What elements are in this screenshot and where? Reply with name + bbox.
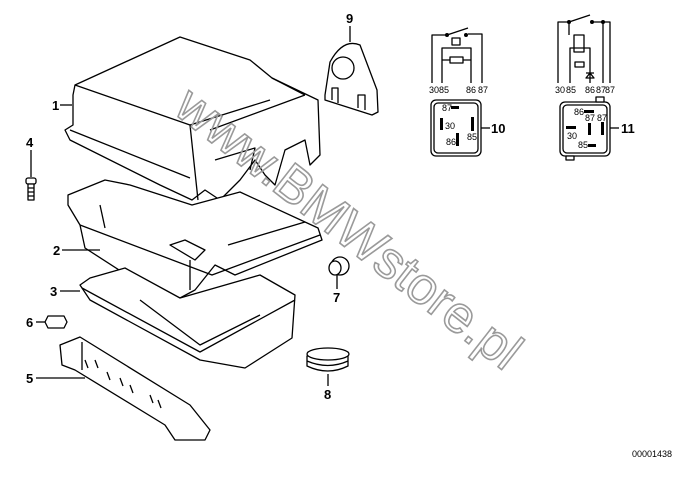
part-7-plug[interactable] <box>328 256 350 276</box>
diagram-code: 00001438 <box>632 449 672 459</box>
callout-6: 6 <box>26 315 33 330</box>
pin-label: 86 <box>574 107 584 117</box>
part-5-bracket[interactable] <box>59 336 211 441</box>
pin-label: 30 <box>567 131 577 141</box>
pin-label: 87 <box>597 113 607 123</box>
pin-label: 87 <box>596 85 606 95</box>
pin-label: 86 <box>446 137 456 147</box>
pin-label: 85 <box>566 85 576 95</box>
callout-8: 8 <box>324 387 331 402</box>
pin-label: 86 <box>585 85 595 95</box>
callout-1: 1 <box>52 98 59 113</box>
pin-label: 3085 <box>429 85 449 95</box>
part-1-cover[interactable] <box>64 36 321 201</box>
callout-4: 4 <box>26 135 34 150</box>
pin-label: 87 <box>478 85 488 95</box>
callout-11: 11 <box>621 121 635 136</box>
pin-label: 30 <box>555 85 565 95</box>
part-6-nut[interactable] <box>44 315 68 329</box>
pin-label: 85 <box>578 140 588 150</box>
callouts: 1 2 3 4 5 6 7 8 9 10 11 <box>26 11 635 402</box>
part-8-grommet[interactable] <box>306 347 350 372</box>
callout-10: 10 <box>491 121 505 136</box>
pin-label: 30 <box>445 121 455 131</box>
part-2-tray[interactable] <box>67 179 323 299</box>
part-4-screw[interactable] <box>25 177 37 201</box>
part-9-holder[interactable] <box>324 42 379 116</box>
callout-9: 9 <box>346 11 353 26</box>
relay-10-schematic: 3085 86 87 <box>429 27 488 95</box>
callout-2: 2 <box>53 243 60 258</box>
part-3-outer-tray[interactable] <box>79 267 296 369</box>
pin-label: 85 <box>467 132 477 142</box>
callout-3: 3 <box>50 284 57 299</box>
pin-label: 87 <box>585 113 595 123</box>
relay-10-socket[interactable]: 87 30 85 86 <box>430 99 482 157</box>
relay-11-schematic: 30 85 86 87 87 <box>555 14 615 95</box>
pin-label: 87 <box>605 85 615 95</box>
pin-label: 87 <box>442 103 452 113</box>
pin-label: 86 <box>466 85 476 95</box>
callout-7: 7 <box>333 290 340 305</box>
callout-5: 5 <box>26 371 33 386</box>
relay-11-socket[interactable]: 86 87 87 30 85 <box>559 96 611 161</box>
